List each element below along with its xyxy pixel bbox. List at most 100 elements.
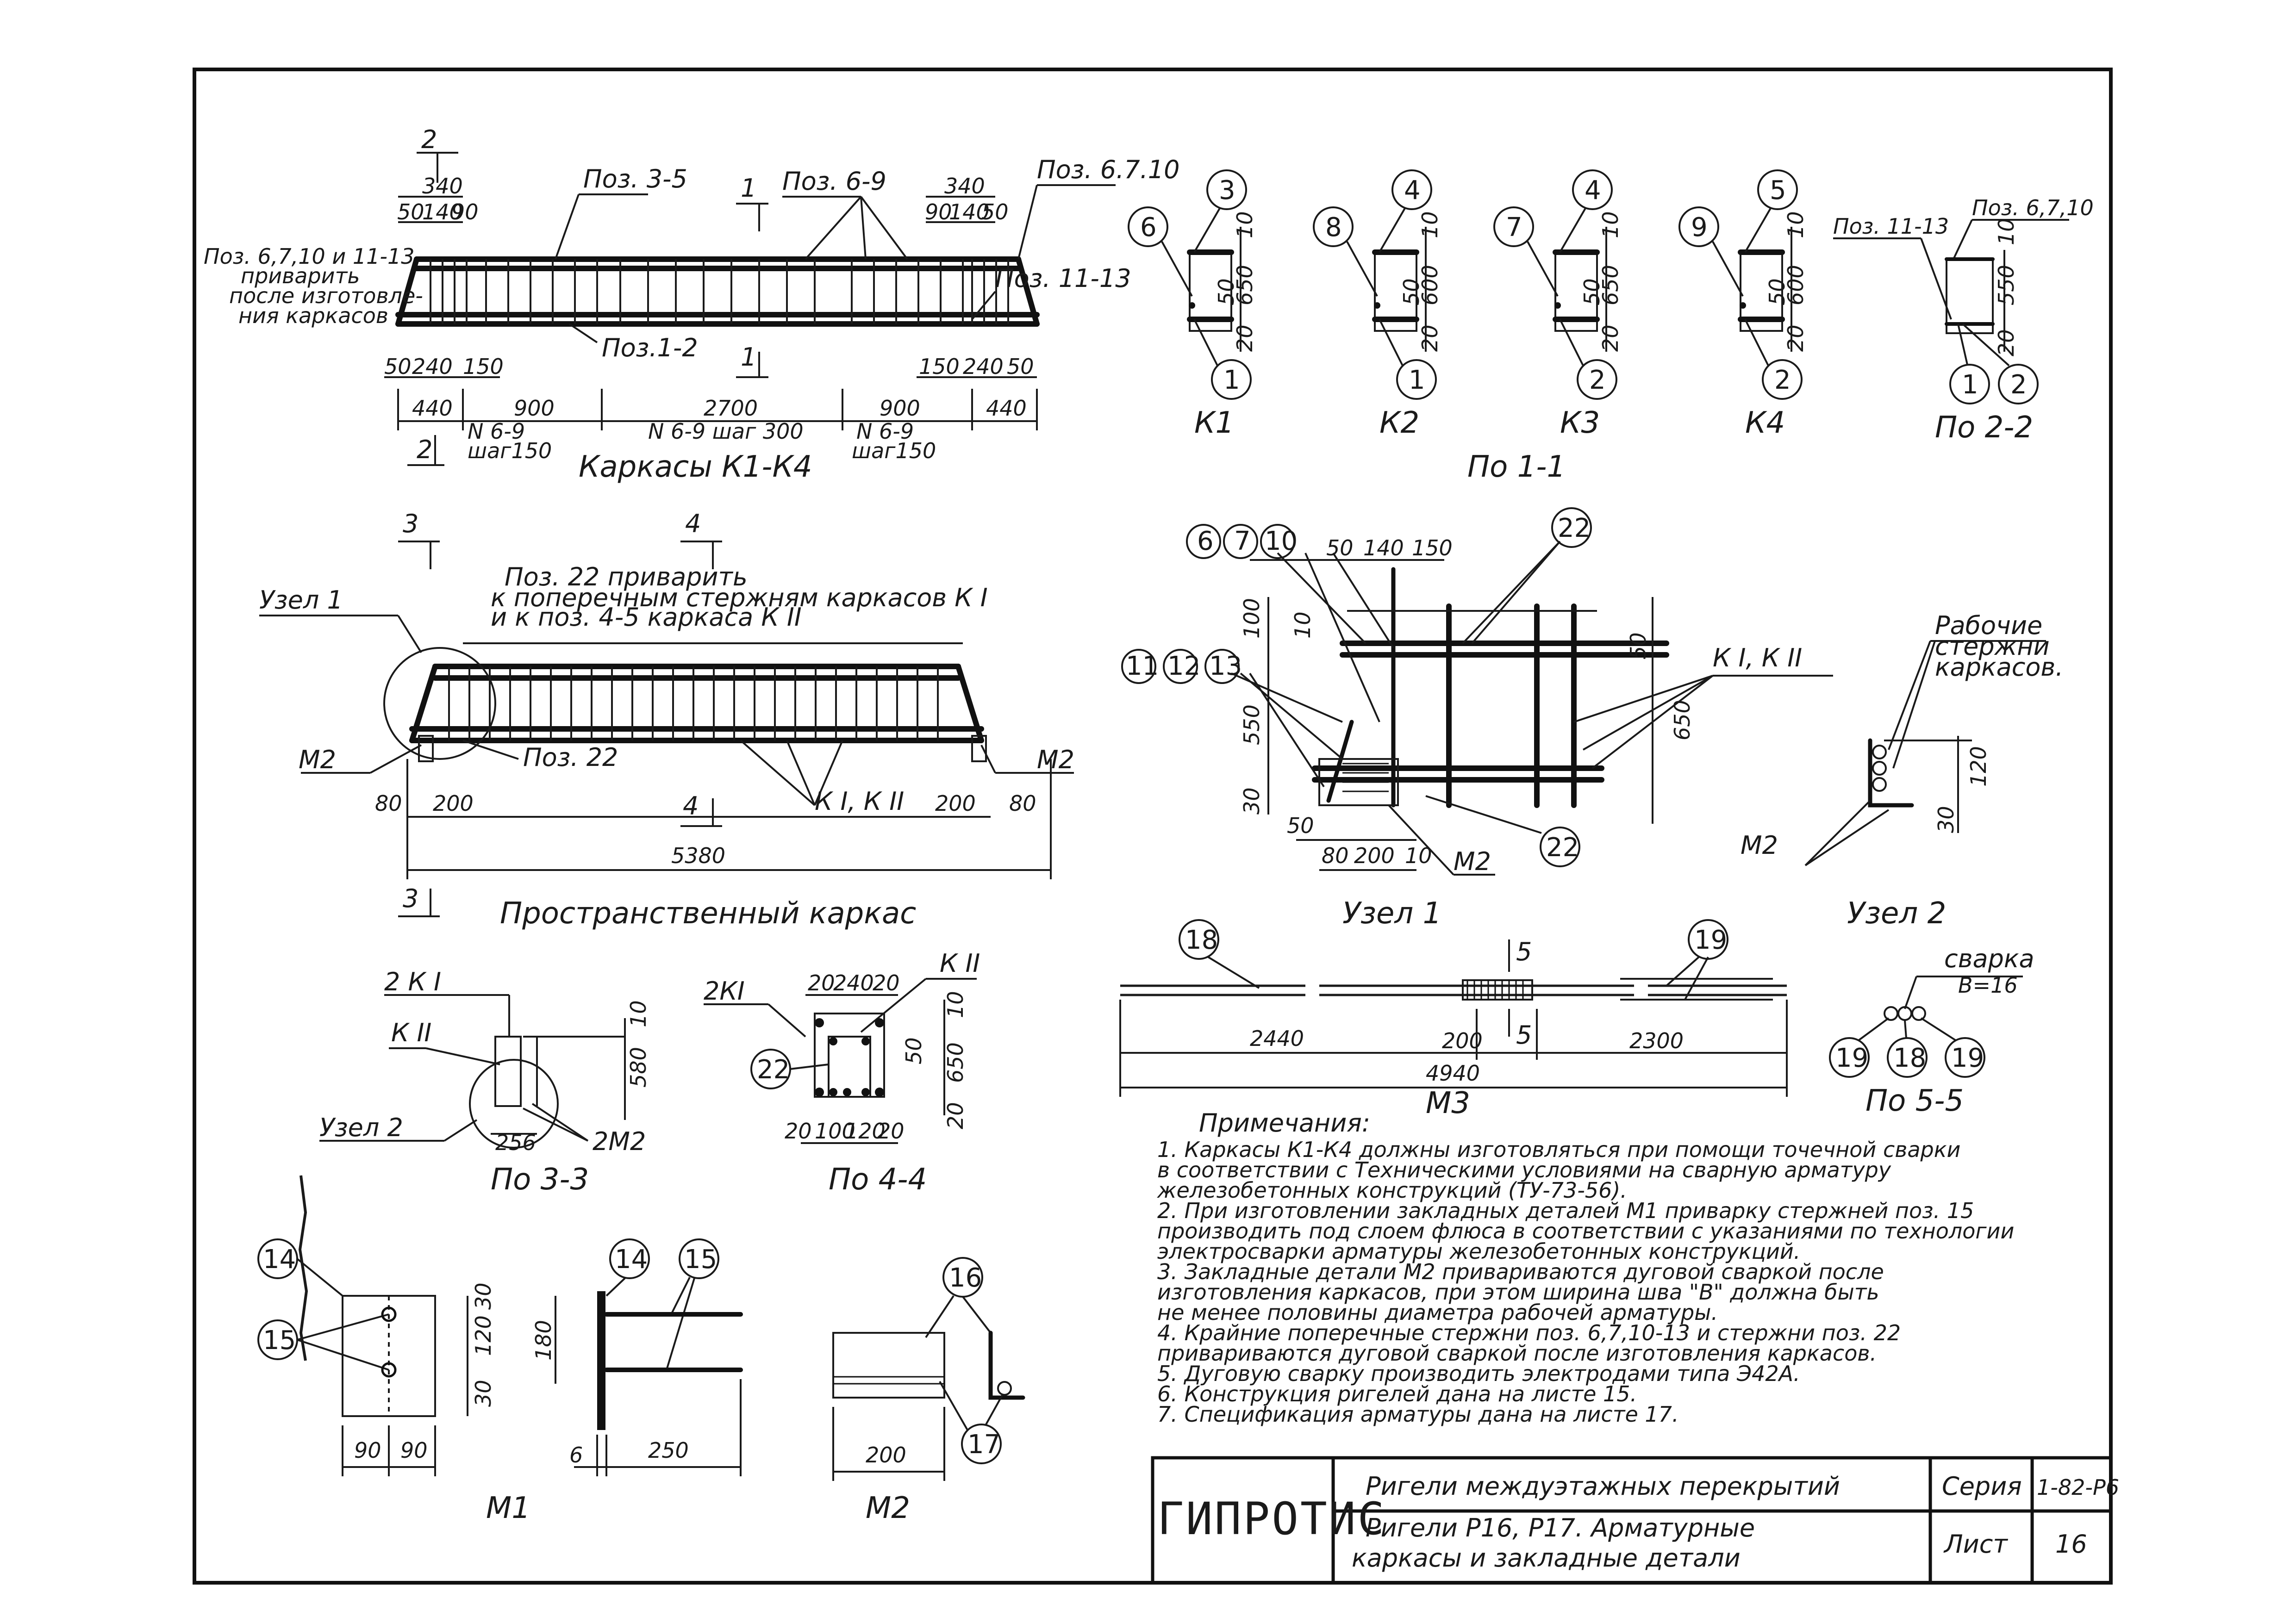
- caption-sections-1-1: По 1-1: [1467, 450, 1566, 484]
- leader-bottom: [1744, 319, 1769, 366]
- leader-bottom: [1379, 319, 1404, 366]
- leader-side: [1712, 241, 1744, 297]
- section-dim-d4: 20: [1598, 324, 1623, 352]
- step-right-0: N 6-9: [856, 419, 914, 444]
- label-pos-6-9: Поз. 6-9: [782, 167, 886, 196]
- section-caption: К1: [1194, 406, 1234, 440]
- bubble-top-text: 4: [1585, 175, 1601, 205]
- note-line: железобетонных конструкций (ТУ-73-56).: [1157, 1178, 1627, 1203]
- m1-b15a: 15: [263, 1325, 296, 1356]
- caption-node1: Узел 1: [1342, 896, 1441, 931]
- spatial-frame-stirrups: [448, 666, 939, 740]
- s22-caption: По 2-2: [1935, 410, 2033, 445]
- section-rebar-dot: [1189, 302, 1195, 309]
- node2-note-2: каркасов.: [1935, 653, 2063, 682]
- caption-s33: По 3-3: [491, 1163, 589, 1197]
- step-mid: N 6-9 шаг 300: [648, 419, 804, 444]
- caption-node2: Узел 2: [1847, 896, 1946, 931]
- note-line: 4. Крайние поперечные стержни поз. 6,7,1…: [1157, 1320, 1901, 1345]
- kk-label: К I, К II: [815, 787, 904, 816]
- bubble-bottom: [1762, 359, 1803, 400]
- leader-side: [1161, 241, 1193, 297]
- m1-d250: 250: [648, 1438, 689, 1463]
- note-line: 2. При изготовлении закладных деталей М1…: [1157, 1198, 1974, 1223]
- leader-bottom: [1193, 319, 1218, 366]
- notes-title: Примечания:: [1199, 1108, 1370, 1138]
- section-dim-d4: 20: [1417, 324, 1442, 352]
- node1-bubble-22-top-text: 22: [1558, 513, 1591, 543]
- dim-bot-left-1: 240: [412, 354, 453, 379]
- s22-d3: 20: [1994, 329, 2019, 356]
- note-line: привариваются дуговой сваркой после изго…: [1157, 1341, 1877, 1366]
- m1-d6: 6: [569, 1443, 583, 1468]
- bubble-side: [1313, 206, 1354, 247]
- m1-dim-bot-0: 90: [354, 1438, 381, 1463]
- section-dim-d2: 600: [1783, 265, 1808, 305]
- node1-bubble-22-top: [1551, 507, 1592, 548]
- weld-note-line2: приварить: [241, 263, 360, 288]
- sheet-value: 16: [2055, 1530, 2087, 1559]
- m3-dim-2: 2300: [1629, 1028, 1684, 1053]
- node1-d550: 550: [1239, 704, 1264, 745]
- bubble-top: [1206, 169, 1247, 210]
- node2-detail: Рабочие стержни каркасов. 120 30 М2 Узел…: [1741, 611, 2063, 931]
- spatial-frame: 3 4 Узел 1 Поз. 22 приварить к поперечны…: [259, 509, 1074, 931]
- m3-b18: 18: [1185, 925, 1218, 955]
- s33-k1: 2 К I: [384, 967, 441, 996]
- bubble-side: [1493, 206, 1534, 247]
- section-dim-d2: 650: [1598, 265, 1623, 305]
- section-dim-d1: 10: [1232, 211, 1257, 238]
- m3-total: 4940: [1426, 1061, 1480, 1086]
- bubble-bottom-text: 2: [1589, 365, 1606, 395]
- bubble-side: [1128, 206, 1168, 247]
- weld-note-line3: после изготовле-: [229, 283, 423, 308]
- series-value: 1-82-Р6: [2037, 1475, 2119, 1500]
- s33-d10: 10: [626, 1000, 651, 1027]
- m2-right-label: М2: [1037, 745, 1074, 774]
- weld-note-1: к поперечным стержням каркасов К I: [491, 583, 988, 612]
- s33-d580: 580: [626, 1047, 651, 1088]
- weld-note-line1: Поз. 6,7,10 и 11-13: [204, 244, 415, 269]
- bubble-side: [1678, 206, 1719, 247]
- section-caption: К3: [1560, 406, 1600, 440]
- node2-d30: 30: [1934, 806, 1959, 833]
- label-pos-11-13: Поз. 11-13: [995, 264, 1131, 293]
- note-line: 5. Дуговую сварку производить электродам…: [1157, 1361, 1800, 1386]
- dim-top-left-1: 50: [397, 199, 424, 224]
- section-5-5: сварка В=16 19 18 19 По 5-5: [1829, 944, 2034, 1118]
- m3-dim-0: 2440: [1250, 1026, 1304, 1051]
- dim-main-1: 900: [514, 396, 555, 421]
- step-left-1: шаг150: [468, 438, 552, 463]
- m1-d180: 180: [531, 1320, 556, 1361]
- note-line: 6. Конструкция ригелей дана на листе 15.: [1157, 1381, 1637, 1406]
- section-dim-d2: 600: [1417, 265, 1442, 305]
- section-4-4: 2КI К II 20 240 20 22 10 50 650 20 20 10…: [704, 949, 980, 1197]
- s44-k2: К II: [940, 949, 980, 978]
- s44-dim-bot-3: 20: [877, 1119, 905, 1144]
- node1-bubble-left: [1163, 649, 1198, 684]
- step-right-1: шаг150: [852, 438, 936, 463]
- leader-top: [1193, 207, 1221, 253]
- node1-bubble-top-text: 10: [1265, 526, 1298, 556]
- leader-top: [1744, 207, 1772, 253]
- sec3-top-label: 3: [403, 509, 418, 538]
- bubble-bottom: [1396, 359, 1437, 400]
- frames-k1-k4: 2 Поз. 3-5 Поз. 6-9 Поз. 6.7.10 Поз. 11-…: [204, 125, 1179, 484]
- s22-right-label: Поз. 6,7,10: [1972, 195, 2094, 220]
- sec4-bot-label: 4: [683, 791, 699, 821]
- dim-top-right-1: 90: [925, 199, 952, 224]
- bubble-side-text: 9: [1691, 212, 1708, 243]
- m3-sec-bot: 5: [1516, 1020, 1532, 1050]
- s44-dim-top-2: 20: [873, 970, 900, 995]
- section-dim-d4: 20: [1783, 324, 1808, 352]
- caption-frames-k1-k4: Каркасы К1-К4: [579, 450, 812, 484]
- s22-bubble-2: 2: [2010, 370, 2027, 400]
- node1-bubble-top: [1186, 524, 1221, 559]
- pos22-label: Поз. 22: [523, 743, 618, 772]
- title-line2a: Ригели Р16, Р17. Арматурные: [1366, 1513, 1755, 1542]
- section-caption: К2: [1379, 406, 1419, 440]
- m3-dim-1: 200: [1442, 1028, 1483, 1053]
- s55-b2: 19: [1951, 1043, 1984, 1073]
